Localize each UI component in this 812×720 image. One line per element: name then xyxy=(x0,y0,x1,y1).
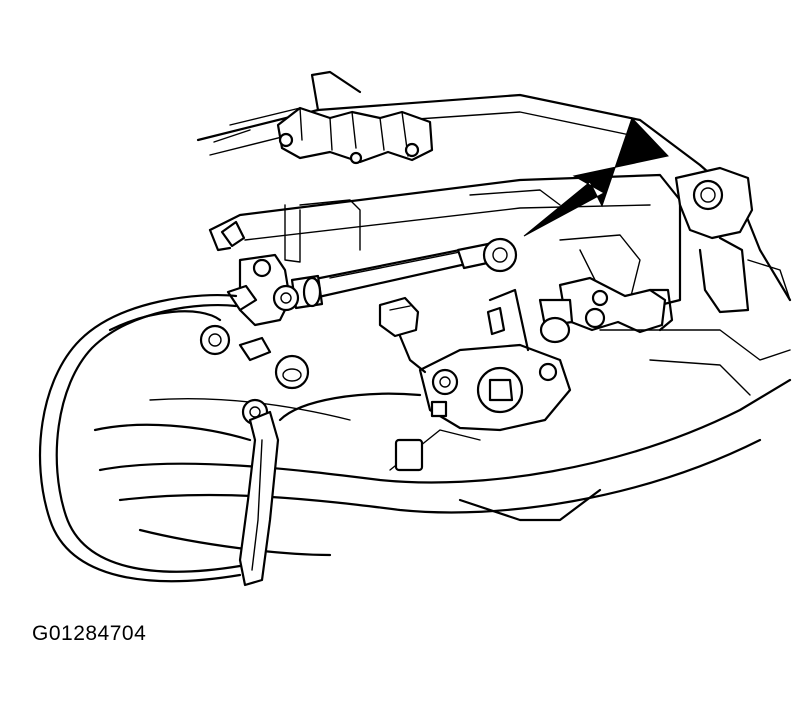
connector-cluster xyxy=(276,106,434,165)
right-bracket xyxy=(674,166,791,314)
cable-bracket xyxy=(238,410,424,587)
manual-shaft-lever xyxy=(418,288,572,432)
neutral-switch-connector xyxy=(378,296,571,374)
engine-housing-top xyxy=(196,70,792,302)
figure-id-label: G01284704 xyxy=(32,622,147,645)
arrow-icon xyxy=(523,117,669,237)
lower-case-outline xyxy=(93,310,792,557)
case-bolts xyxy=(199,324,310,426)
selector-lever-assembly xyxy=(538,276,674,334)
cable-end-bushing xyxy=(226,253,300,327)
